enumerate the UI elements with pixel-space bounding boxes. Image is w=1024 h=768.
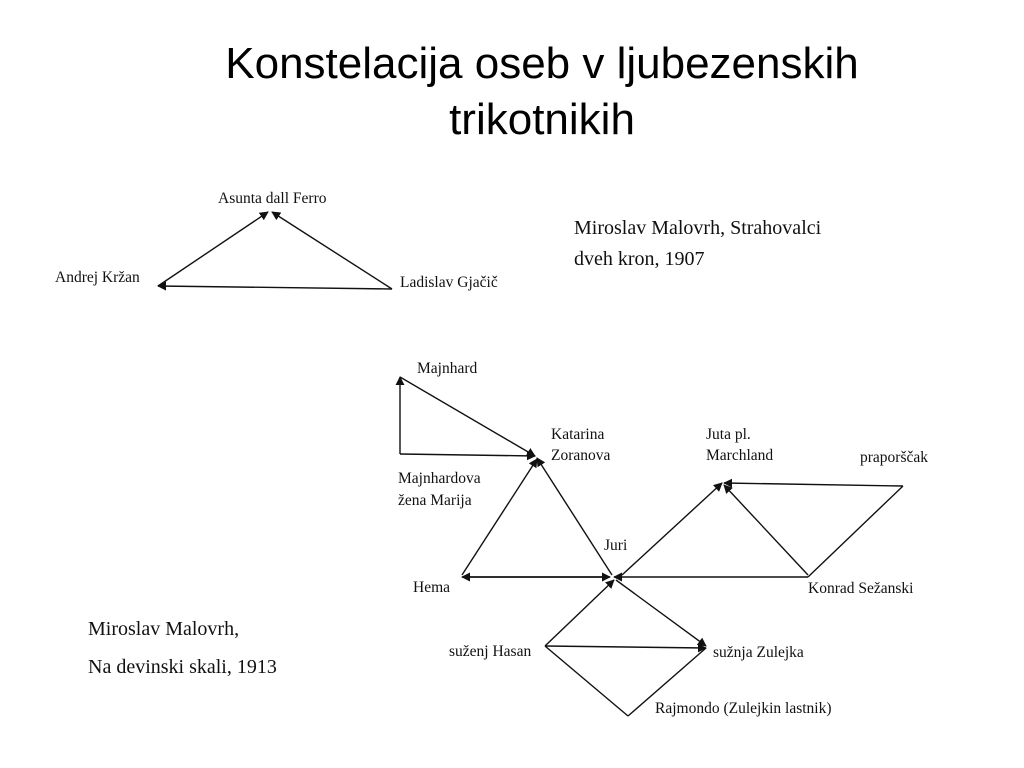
caption-bottom-line-1: Miroslav Malovrh,: [88, 618, 240, 640]
triangle-strahovalci: Asunta dall Ferro Andrej Kržan Ladislav …: [55, 190, 498, 291]
edge-praporscak-to-juta: [723, 478, 904, 488]
edge-hasan-to-zulejka: [544, 643, 707, 653]
edge-konrad-to-juta: [723, 484, 809, 576]
node-katarina-line-1: Katarina: [551, 426, 604, 443]
node-ladislav: Ladislav Gjačič: [400, 274, 498, 291]
caption-bottom-line-2: Na devinski skali, 1913: [88, 656, 277, 678]
node-rajmondo: Rajmondo (Zulejkin lastnik): [655, 700, 832, 717]
node-praporscak: praporščak: [860, 449, 928, 466]
node-juta-line-2: Marchland: [706, 447, 773, 464]
node-hasan: suženj Hasan: [449, 643, 531, 660]
edge-ladislav-to-asunta: [271, 211, 393, 290]
edge-ladislav-to-andrej: [157, 281, 393, 291]
node-majnhardova-line-2: žena Marija: [398, 492, 472, 509]
node-hema: Hema: [413, 579, 450, 596]
edge-hasan-to-juri: [544, 579, 615, 647]
caption-top-line-2: dveh kron, 1907: [574, 248, 705, 270]
edge-hema-to-katarina: [461, 458, 538, 576]
node-juri: Juri: [604, 537, 628, 554]
caption-devinska-skala: Miroslav Malovrh, Na devinski skali, 191…: [88, 610, 277, 686]
node-katarina-line-2: Zoranova: [551, 447, 611, 464]
edge-juri-to-zulejka: [615, 579, 707, 647]
edge-juri-to-katarina: [536, 457, 613, 576]
node-zulejka: sužnja Zulejka: [713, 644, 804, 661]
edge-andrej-to-asunta: [157, 211, 269, 287]
edge-juri-to-juta: [621, 482, 723, 576]
node-andrej: Andrej Kržan: [55, 269, 140, 286]
edge-praporscak-konrad: [807, 485, 904, 578]
node-majnhardova-line-1: Majnhardova: [398, 470, 481, 487]
node-asunta: Asunta dall Ferro: [218, 190, 327, 207]
title-line-1: Konstelacija oseb v ljubezenskih: [225, 39, 859, 88]
node-konrad: Konrad Sežanski: [808, 580, 914, 597]
edge-marija-to-katarina: [399, 451, 536, 461]
slide-title: Konstelacija oseb v ljubezenskih trikotn…: [40, 36, 1024, 148]
network-devinska-skala: Majnhard Katarina Zoranova Majnhardova ž…: [395, 360, 928, 717]
node-juta-line-1: Juta pl.: [706, 426, 751, 443]
caption-top-line-1: Miroslav Malovrh, Strahovalci: [574, 217, 822, 239]
edge-majnhard-to-katarina: [399, 376, 536, 457]
caption-strahovalci: Miroslav Malovrh, Strahovalci dveh kron,…: [574, 213, 821, 275]
title-line-2: trikotnikih: [449, 95, 635, 144]
edge-rajmondo-zulejka: [627, 647, 707, 717]
node-majnhard: Majnhard: [417, 360, 478, 377]
edge-rajmondo-hasan: [544, 645, 629, 717]
